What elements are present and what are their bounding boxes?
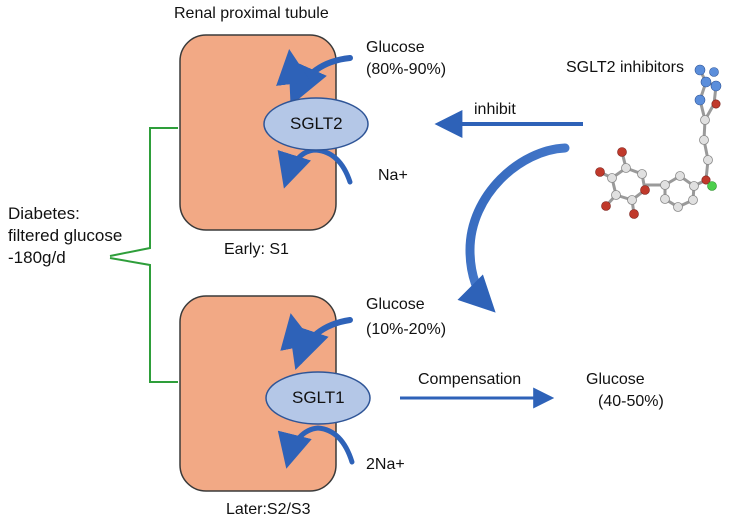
compensation-label: Compensation xyxy=(418,371,522,388)
sglt1-glucose-percent: (10%-20%) xyxy=(366,321,447,338)
sglt2-transporter xyxy=(263,97,369,151)
diabetes-label-line2: filtered glucose xyxy=(8,226,123,245)
sglt1-sodium-label: 2Na+ xyxy=(366,456,405,473)
compensation-glucose-label: Glucose xyxy=(586,371,645,388)
sglt2-glucose-percent: (80%-90%) xyxy=(366,61,447,78)
sglt1-transporter xyxy=(265,371,371,425)
shift-curve-arrow xyxy=(457,143,570,313)
inhibitor-name: SGLT2 inhibitors xyxy=(566,59,684,76)
diabetes-bracket xyxy=(109,127,178,383)
sglt2-label: SGLT2 xyxy=(290,114,343,133)
sglt1-label: SGLT1 xyxy=(292,388,345,407)
early-segment-label: Early: S1 xyxy=(224,241,289,258)
sglt2-inhibitor-molecule xyxy=(595,64,722,219)
diabetes-label-line3: -180g/d xyxy=(8,248,66,267)
diabetes-label-line1: Diabetes: xyxy=(8,204,80,223)
sglt2-glucose-label: Glucose xyxy=(366,39,425,56)
compensation-glucose-percent: (40-50%) xyxy=(598,393,664,410)
sglt1-transport-arrows xyxy=(277,313,355,469)
sglt2-sodium-label: Na+ xyxy=(378,167,408,184)
diagram-title: Renal proximal tubule xyxy=(174,5,329,22)
inhibit-label: inhibit xyxy=(474,101,516,118)
sglt1-glucose-label: Glucose xyxy=(366,296,425,313)
later-segment-label: Later:S2/S3 xyxy=(226,501,311,518)
